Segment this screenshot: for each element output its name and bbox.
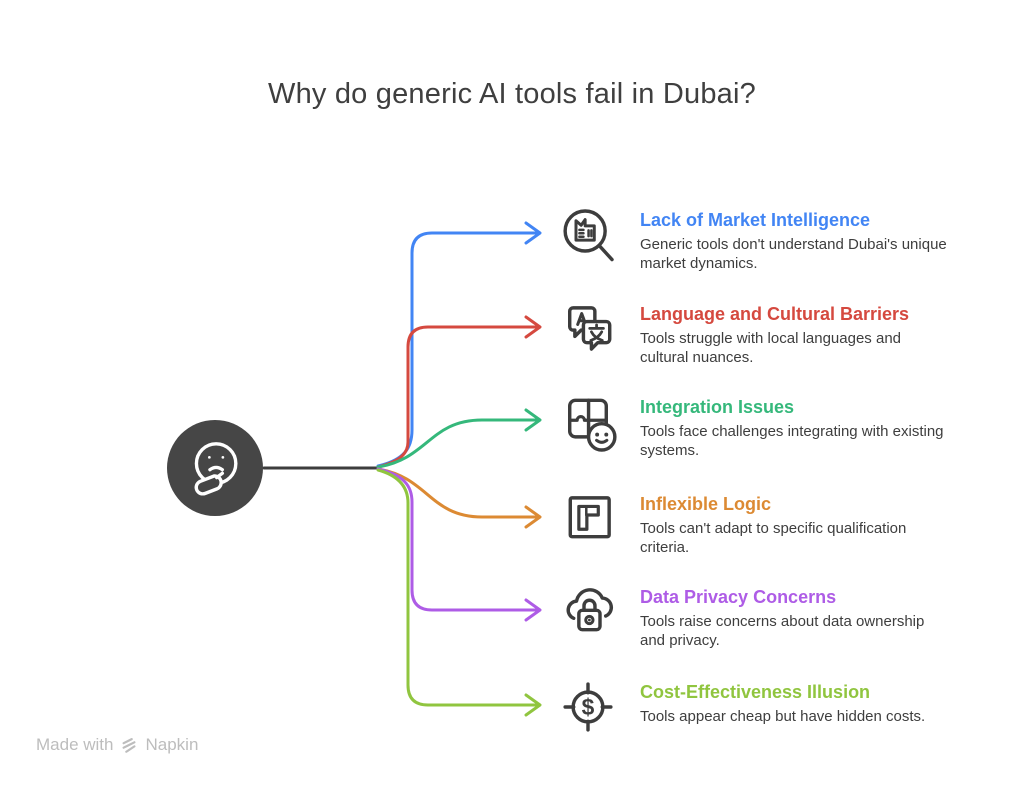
thinking-face-icon — [194, 442, 238, 496]
translate-bubbles-icon — [556, 297, 620, 361]
item-title: Lack of Market Intelligence — [640, 210, 871, 230]
item-description: Generic tools don't understand Dubai's u… — [640, 236, 947, 272]
item-data-privacy-concerns: Data Privacy Concerns Tools raise concer… — [556, 580, 956, 650]
item-title: Inflexible Logic — [640, 494, 772, 514]
item-cost-effectiveness-illusion: $ Cost-Effectiveness Illusion Tools appe… — [556, 675, 956, 739]
target-dollar-icon: $ — [556, 675, 620, 739]
item-description: Tools appear cheap but have hidden costs… — [640, 708, 926, 725]
item-title: Cost-Effectiveness Illusion — [640, 682, 871, 702]
footer-brand: Napkin — [145, 735, 199, 754]
item-language-and-cultural-barriers: Language and Cultural Barriers Tools str… — [556, 297, 956, 367]
napkin-logo-icon — [123, 738, 136, 753]
item-description: Tools face challenges integrating with e… — [640, 423, 944, 459]
item-title: Data Privacy Concerns — [640, 587, 837, 607]
page-title: Why do generic AI tools fail in Dubai? — [268, 78, 756, 110]
item-title: Integration Issues — [640, 397, 795, 417]
item-description: Tools struggle with local languages and … — [640, 330, 901, 366]
puzzle-smiley-icon — [556, 390, 620, 454]
made-with-napkin-footer: Made with Napkin — [36, 735, 198, 755]
item-integration-issues: Integration Issues Tools face challenges… — [556, 390, 956, 460]
item-description: Tools raise concerns about data ownershi… — [640, 613, 925, 649]
cloud-lock-icon — [556, 580, 620, 644]
item-lack-of-market-intelligence: Lack of Market Intelligence Generic tool… — [556, 203, 956, 273]
footer-prefix: Made with — [36, 735, 114, 754]
item-inflexible-logic: Inflexible Logic Tools can't adapt to sp… — [556, 487, 956, 557]
magnifier-news-icon — [556, 203, 620, 267]
flag-square-icon — [556, 487, 620, 551]
item-description: Tools can't adapt to specific qualificat… — [640, 520, 907, 556]
center-node — [167, 420, 263, 516]
svg-text:$: $ — [582, 694, 595, 720]
item-title: Language and Cultural Barriers — [640, 304, 910, 324]
